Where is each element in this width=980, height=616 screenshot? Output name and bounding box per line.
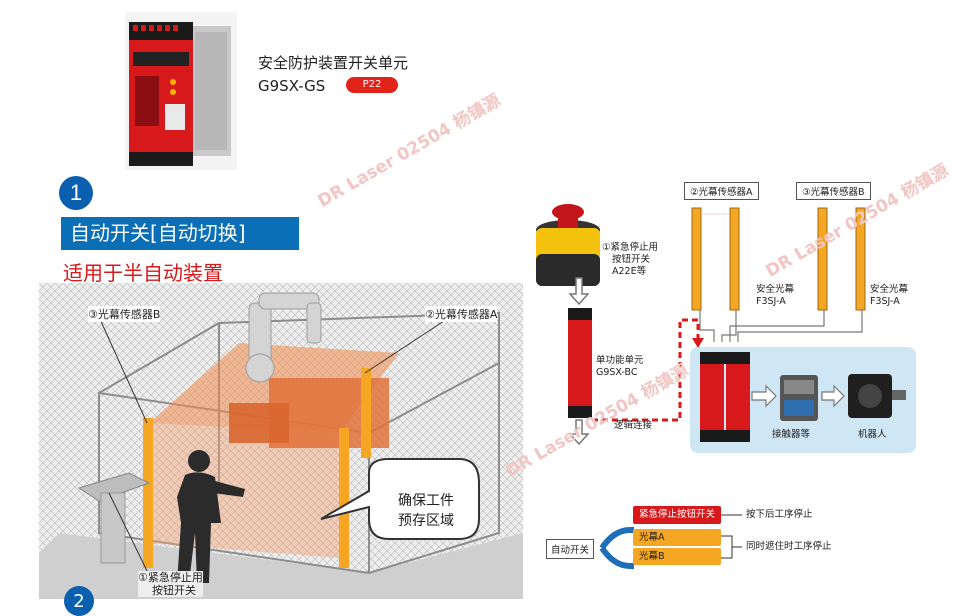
diagram-curtain-a-label: 安全光幕 F3SJ-A	[756, 284, 794, 308]
label-sensor-a: ②光幕传感器A	[425, 306, 498, 322]
diagram-unit-line-1: 单功能单元	[596, 355, 644, 366]
system-diagram	[530, 170, 980, 599]
diagram-sensor-a-tag: ②光幕传感器A	[684, 182, 759, 200]
diagram-curtain-b-line-2: F3SJ-A	[870, 296, 900, 307]
cell-illustration	[39, 283, 523, 616]
legend-curtain-a: 光幕A	[633, 529, 721, 546]
bubble-line-1: 确保工件	[398, 493, 454, 509]
product-model: G9SX-GS	[258, 77, 326, 95]
diagram-curtain-b-label: 安全光幕 F3SJ-A	[870, 284, 908, 308]
legend-estop-desc: 按下后工序停止	[746, 509, 813, 520]
next-section-number: 2	[64, 588, 94, 612]
page-badge[interactable]: P22	[346, 77, 398, 93]
diagram-estop-line-3: A22E等	[612, 266, 647, 277]
label-sensor-b: ③光幕传感器B	[88, 306, 161, 322]
product-image-g9sx-gs	[125, 12, 237, 170]
product-title: 安全防护装置开关单元	[258, 54, 409, 72]
legend-estop-button: 紧急停止按钮开关	[633, 506, 721, 524]
diagram-logic-link-label: 逻辑连接	[614, 420, 653, 431]
section-heading: 自动开关[自动切换]	[61, 217, 299, 250]
diagram-robot-label: 机器人	[858, 429, 887, 440]
diagram-curtain-a-line-1: 安全光幕	[756, 284, 795, 295]
watermark-1: DR Laser 02504 杨镇源	[314, 90, 505, 212]
label-estop: ①紧急停止用 按钮开关	[138, 571, 203, 597]
diagram-unit-label: 单功能单元 G9SX-BC	[596, 355, 644, 379]
label-estop-line-1: ①紧急停止用	[138, 571, 203, 584]
speech-bubble-text: 确保工件 预存区域	[370, 491, 482, 531]
diagram-estop-label: ①紧急停止用 按钮开关 A22E等	[602, 242, 658, 278]
diagram-unit-line-2: G9SX-BC	[596, 367, 638, 378]
legend-curtain-desc: 同时遮住时工序停止	[746, 541, 832, 552]
section-number-badge: 1	[59, 176, 93, 210]
diagram-sensor-b-tag: ③光幕传感器B	[796, 182, 871, 200]
diagram-estop-line-1: ①紧急停止用	[602, 242, 659, 253]
diagram-contactor-label: 接触器等	[772, 429, 811, 440]
diagram-estop-line-2: 按钮开关	[612, 254, 651, 265]
bubble-line-2: 预存区域	[398, 513, 454, 529]
legend-curtain-b: 光幕B	[633, 548, 721, 565]
section-subheading: 适用于半自动装置	[63, 261, 223, 285]
legend-auto-switch: 自动开关	[546, 539, 595, 559]
diagram-curtain-b-line-1: 安全光幕	[870, 284, 909, 295]
diagram-curtain-a-line-2: F3SJ-A	[756, 296, 786, 307]
label-estop-line-2: 按钮开关	[152, 584, 196, 597]
